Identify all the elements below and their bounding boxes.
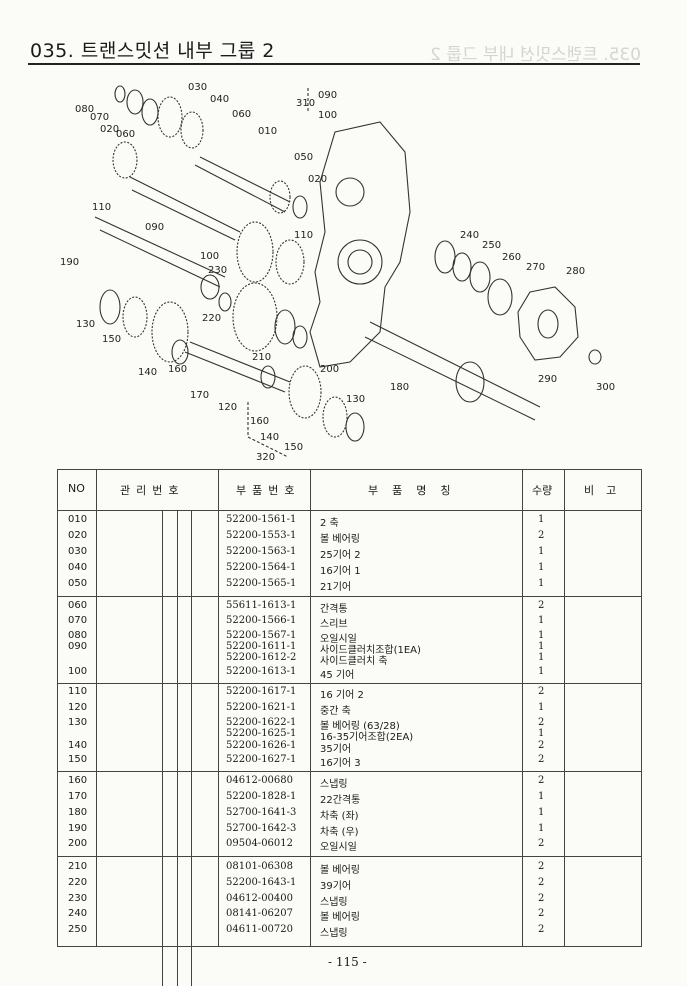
- group-separator: [58, 683, 641, 684]
- callout-310: 310: [296, 98, 315, 109]
- group-separator: [58, 856, 641, 857]
- col-divider: [522, 470, 523, 946]
- callout-080: 080: [75, 104, 94, 115]
- callout-170: 170: [190, 390, 209, 401]
- callout-030: 030: [188, 82, 207, 93]
- callout-010: 010: [258, 126, 277, 137]
- callout-020: 020: [100, 124, 119, 135]
- callout-100b: 100: [318, 110, 337, 121]
- header-qty: 수량: [532, 484, 553, 497]
- exploded-parts-diagram: 080 070 020 060 030 040 060 010 050 020 …: [60, 82, 615, 463]
- callout-120: 120: [218, 402, 237, 413]
- header-part-no: 부품번호: [236, 484, 301, 497]
- callout-180: 180: [390, 382, 409, 393]
- callout-110b: 110: [294, 230, 313, 241]
- callout-130b: 130: [346, 394, 365, 405]
- callout-150: 150: [102, 334, 121, 345]
- callout-220: 220: [202, 313, 221, 324]
- callout-090: 090: [145, 222, 164, 233]
- callout-280: 280: [566, 266, 585, 277]
- callout-110: 110: [92, 202, 111, 213]
- callout-210: 210: [252, 352, 271, 363]
- header-part-name: 부품명칭: [368, 484, 465, 497]
- callout-230: 230: [208, 265, 227, 276]
- show-through-title: 035. 트랜스밋션 내부 그룹 2: [430, 45, 642, 65]
- header-remark: 비고: [584, 484, 629, 497]
- callout-090b: 090: [318, 90, 337, 101]
- callout-200: 200: [320, 364, 339, 375]
- callout-040: 040: [210, 94, 229, 105]
- col-divider: [218, 470, 219, 946]
- group-separator: [58, 771, 641, 772]
- callout-240: 240: [460, 230, 479, 241]
- page-number: - 115 -: [328, 955, 367, 969]
- header-mgmt-no: 관리번호: [120, 484, 185, 497]
- callout-300: 300: [596, 382, 615, 393]
- col-divider: [177, 510, 178, 986]
- callout-060b: 060: [232, 109, 251, 120]
- callout-190: 190: [60, 257, 79, 268]
- group-separator: [58, 596, 641, 597]
- col-divider: [191, 510, 192, 986]
- callout-260: 260: [502, 252, 521, 263]
- hub-280: [517, 286, 579, 361]
- callout-270: 270: [526, 262, 545, 273]
- col-divider: [162, 510, 163, 986]
- callout-150b: 150: [284, 442, 303, 453]
- callout-250: 250: [482, 240, 501, 251]
- callout-020b: 020: [308, 174, 327, 185]
- housing-outline: [309, 121, 411, 368]
- callout-100: 100: [200, 251, 219, 262]
- title-underline: [28, 63, 640, 65]
- callout-160b: 160: [250, 416, 269, 427]
- callout-050: 050: [294, 152, 313, 163]
- col-divider: [96, 470, 97, 946]
- callout-320: 320: [256, 452, 275, 463]
- callout-130: 130: [76, 319, 95, 330]
- table-header-row: NO 관리번호 부품번호 부품명칭 수량 비고: [58, 470, 641, 511]
- callout-070: 070: [90, 112, 109, 123]
- callout-140b: 140: [260, 432, 279, 443]
- callout-160: 160: [168, 364, 187, 375]
- page-title: 035. 트랜스밋션 내부 그룹 2: [30, 40, 275, 62]
- header-no: NO: [68, 482, 85, 495]
- col-divider: [564, 470, 565, 946]
- callout-290: 290: [538, 374, 557, 385]
- callout-060: 060: [116, 129, 135, 140]
- callout-140: 140: [138, 367, 157, 378]
- col-divider: [310, 470, 311, 946]
